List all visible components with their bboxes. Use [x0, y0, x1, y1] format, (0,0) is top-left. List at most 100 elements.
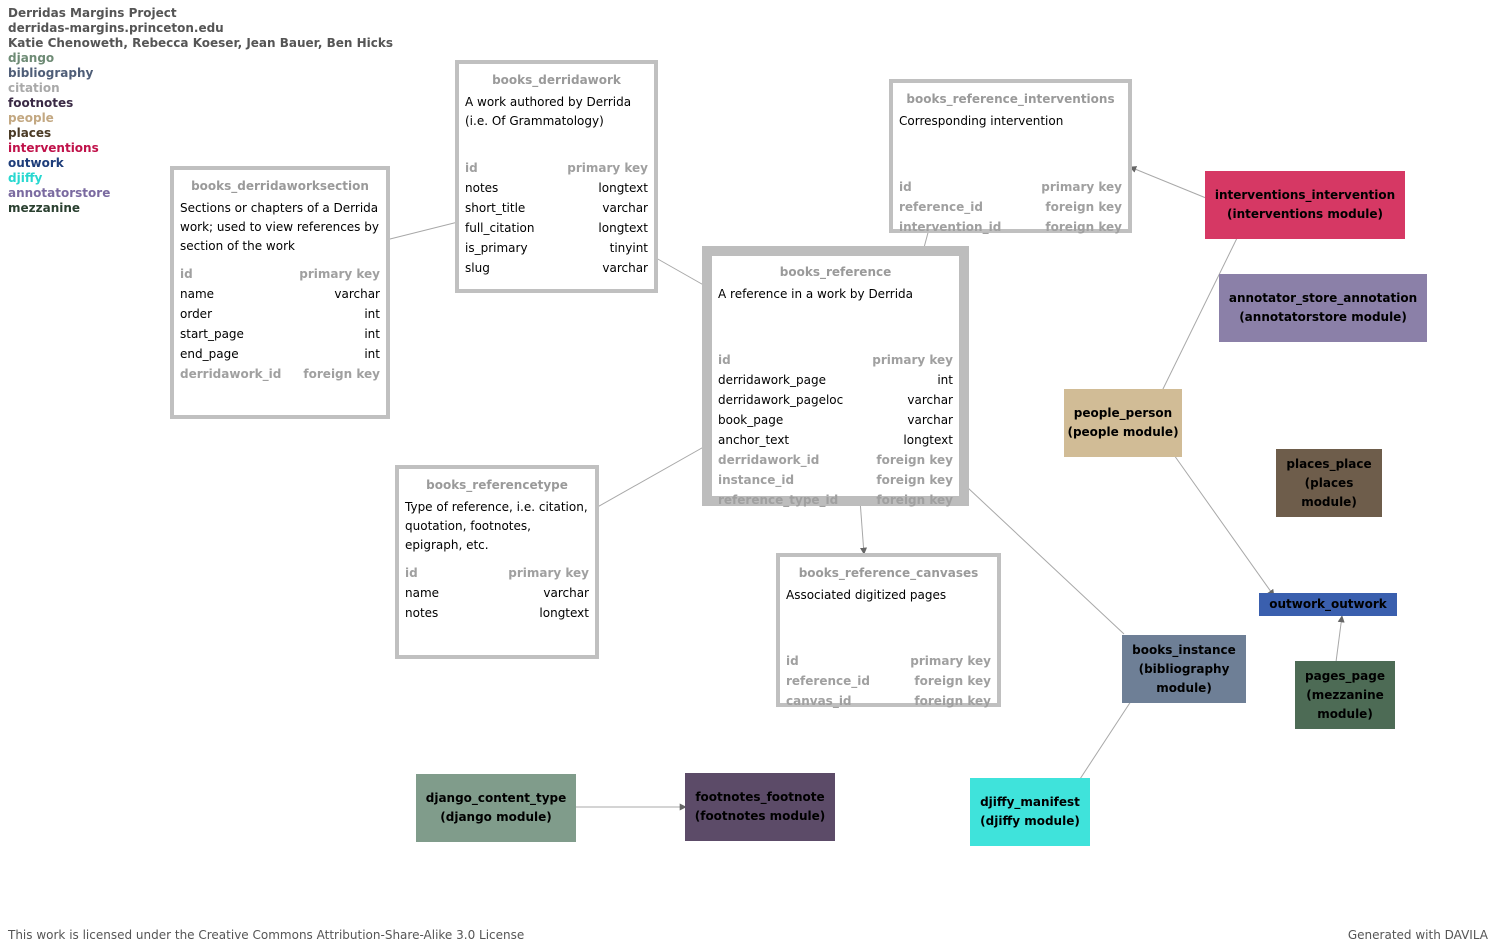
edge-people-intervention: [1161, 231, 1241, 392]
field-name: end_page: [180, 347, 239, 361]
module-pages-page: pages_page (mezzanine module): [1295, 661, 1395, 729]
module-books-instance: books_instance (bibliography module): [1122, 635, 1246, 703]
field-name: id: [786, 654, 799, 668]
legend-item: places: [8, 126, 52, 140]
module-table-name: outwork_outwork: [1269, 597, 1387, 611]
field-type: foreign key: [914, 694, 991, 708]
module-label: footnotes_footnote(footnotes module): [695, 788, 826, 826]
table-title: books_derridawork: [492, 73, 621, 87]
field-type: primary key: [508, 566, 589, 580]
field-type: int: [364, 307, 380, 321]
field-type: longtext: [598, 221, 648, 235]
field-type: longtext: [598, 181, 648, 195]
field-type: longtext: [539, 606, 589, 620]
field-type: varchar: [602, 261, 648, 275]
field-type: primary key: [872, 353, 953, 367]
edge-derridawork-section: [381, 221, 459, 243]
field-type: foreign key: [876, 473, 953, 487]
field-name: derridawork_page: [718, 373, 826, 387]
table-title: books_reference_canvases: [798, 566, 979, 580]
module-app-name: (bibliography module): [1138, 661, 1230, 695]
module-table-name: people_person: [1073, 406, 1173, 420]
field-name: canvas_id: [786, 694, 852, 708]
module-app-name: (mezzanine module): [1306, 687, 1384, 721]
edge-pages-outwork: [1335, 615, 1345, 663]
field-type: varchar: [907, 413, 953, 427]
field-type: foreign key: [876, 453, 953, 467]
table-description: Associated digitized pages: [786, 588, 947, 602]
table-field-row: id primary key: [399, 563, 595, 583]
edge-djiffy-instance: [1079, 691, 1138, 780]
edge-reference-canvases: [859, 499, 868, 555]
legend-item: citation: [8, 81, 60, 95]
module-label: annotator_store_annotation(annotatorstor…: [1229, 289, 1417, 327]
legend-item: annotatorstore: [8, 186, 111, 200]
field-name: name: [405, 586, 440, 600]
module-label: people_person (people module): [1067, 404, 1178, 442]
table-description: Sections or chapters of a Derrida work; …: [180, 201, 379, 253]
module-label: django_content_type(django module): [426, 789, 567, 827]
module-app-name: (places module): [1301, 475, 1357, 509]
module-table-name: books_instance: [1132, 642, 1236, 657]
module-label: djiffy_manifest(djiffy module): [980, 793, 1080, 831]
table-field-row: notes longtext: [399, 603, 595, 623]
table-title: books_reference_interventions: [906, 92, 1115, 106]
module-table-name: pages_page: [1305, 668, 1385, 683]
field-type: varchar: [334, 287, 380, 301]
table-title: books_derridaworksection: [191, 179, 369, 193]
generated-by-text: Generated with DAVILA: [1347, 928, 1488, 942]
field-type: primary key: [299, 267, 380, 281]
module-app-name: (footnotes module): [694, 809, 826, 823]
field-name: slug: [465, 261, 490, 275]
table-field-row: name varchar: [174, 284, 386, 304]
table-description: Corresponding intervention: [899, 114, 1064, 128]
field-type: primary key: [1041, 180, 1122, 194]
module-annotator-store-annotation: annotator_store_annotation(annotatorstor…: [1219, 274, 1427, 342]
edge-referencetype-reference: [577, 439, 717, 519]
field-name: anchor_text: [718, 433, 790, 447]
module-table-name: djiffy_manifest: [980, 795, 1080, 809]
table-title: books_reference: [779, 265, 892, 279]
field-name: notes: [405, 606, 439, 620]
field-name: derridawork_id: [180, 367, 282, 381]
legend-item: interventions: [8, 141, 99, 155]
module-label: interventions_intervention(interventions…: [1215, 186, 1395, 224]
field-type: foreign key: [1045, 220, 1122, 234]
edge-people-outwork: [1173, 454, 1275, 597]
field-name: intervention_id: [899, 220, 1002, 234]
module-app-name: (people module): [1067, 425, 1179, 439]
field-type: int: [364, 327, 380, 341]
module-places-place: places_place(places module): [1276, 449, 1382, 517]
legend-item: outwork: [8, 156, 64, 170]
module-app-name: (interventions module): [1226, 207, 1383, 221]
module-djiffy-manifest: djiffy_manifest(djiffy module): [970, 778, 1090, 846]
table-description: A reference in a work by Derrida: [718, 287, 914, 301]
field-name: reference_id: [899, 200, 983, 214]
module-footnotes-footnote: footnotes_footnote(footnotes module): [685, 773, 835, 841]
field-name: id: [405, 566, 418, 580]
module-people-person: people_person (people module): [1064, 389, 1182, 457]
field-name: name: [180, 287, 215, 301]
legend-item: derridas-margins.princeton.edu: [8, 21, 224, 35]
module-table-name: annotator_store_annotation: [1228, 291, 1418, 305]
field-name: book_page: [718, 413, 784, 427]
field-name: derridawork_pageloc: [718, 393, 844, 407]
